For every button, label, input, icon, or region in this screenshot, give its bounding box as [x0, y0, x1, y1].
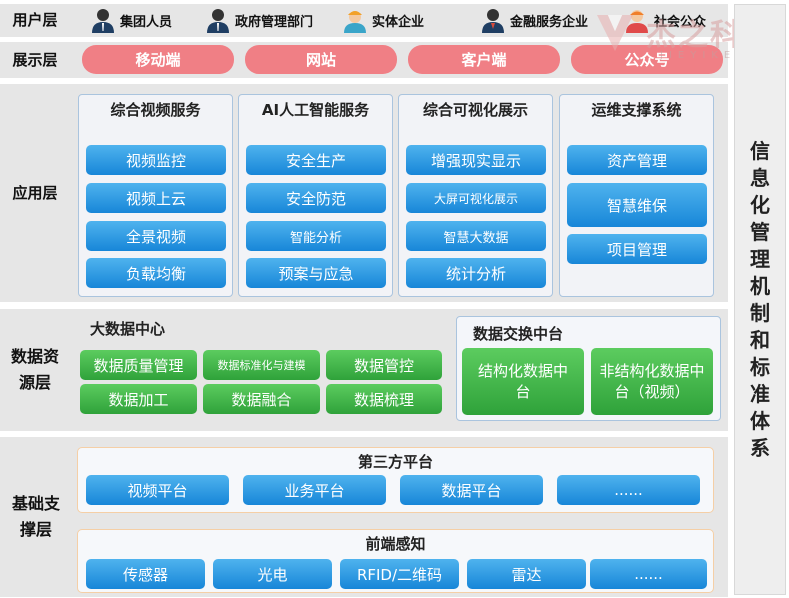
app-item: 智能分析 — [246, 221, 386, 251]
worker-icon — [344, 11, 366, 33]
app-column-video: 综合视频服务 视频监控 视频上云 全景视频 负载均衡 — [78, 94, 233, 297]
user-group-label: 社会公众 — [654, 14, 707, 30]
sensor-item: 雷达 — [467, 559, 586, 589]
app-item: 视频监控 — [86, 145, 226, 175]
app-item: 增强现实显示 — [406, 145, 546, 175]
third-party-panel: 第三方平台 视频平台 业务平台 数据平台 ...... — [77, 447, 714, 513]
user-group-label: 集团人员 — [120, 14, 173, 30]
third-party-title: 第三方平台 — [357, 453, 433, 471]
app-column-visualization: 综合可视化展示 增强现实显示 大屏可视化展示 智慧大数据 统计分析 — [398, 94, 553, 297]
user-group-finance: 金融服务企业 — [480, 5, 588, 35]
user-group-government: 政府管理部门 — [205, 5, 313, 35]
user-group-label: 金融服务企业 — [510, 14, 589, 30]
sensor-item: 光电 — [213, 559, 332, 589]
column-title: 综合可视化展示 — [422, 101, 528, 119]
user-icon — [482, 9, 504, 33]
base-layer-label: 基础支撑层 — [11, 494, 60, 539]
front-end-title: 前端感知 — [365, 535, 426, 553]
app-item: 智慧大数据 — [406, 221, 546, 251]
platform-item: 数据平台 — [400, 475, 543, 505]
big-data-title: 大数据中心 — [90, 320, 166, 338]
user-icon — [626, 10, 648, 33]
column-title: 综合视频服务 — [110, 101, 201, 119]
display-item-official-account: 公众号 — [571, 45, 723, 74]
app-item: 大屏可视化展示 — [406, 183, 546, 213]
sensor-item: ...... — [590, 559, 707, 589]
data-exchange-panel: 数据交换中台 结构化数据中台 非结构化数据中台（视频） — [456, 316, 721, 421]
column-title: 运维支撑系统 — [591, 101, 682, 119]
app-item: 项目管理 — [567, 234, 707, 264]
standards-side-title: 信息化管理机制和标准体系 — [750, 138, 770, 460]
user-group-staff: 集团人员 — [90, 5, 172, 35]
app-layer-label: 应用层 — [12, 183, 58, 202]
watermark-subtext: JIEYIKEJI — [660, 50, 755, 61]
app-item: 视频上云 — [86, 183, 226, 213]
app-item: 全景视频 — [86, 221, 226, 251]
user-icon — [92, 9, 114, 33]
exchange-title: 数据交换中台 — [473, 325, 564, 343]
data-item: 数据加工 — [80, 384, 197, 414]
standards-side-panel: 信息化管理机制和标准体系 — [734, 4, 786, 595]
sensor-item: RFID/二维码 — [340, 559, 459, 589]
data-item: 数据标准化与建模 — [203, 350, 320, 380]
display-item-mobile: 移动端 — [82, 45, 234, 74]
exchange-item: 结构化数据中台 — [462, 348, 584, 415]
data-item: 数据管控 — [326, 350, 442, 380]
sensor-item: 传感器 — [86, 559, 205, 589]
app-item: 安全防范 — [246, 183, 386, 213]
app-item: 资产管理 — [567, 145, 707, 175]
data-item: 数据融合 — [203, 384, 320, 414]
data-layer-label: 数据资源层 — [10, 347, 59, 392]
app-item: 统计分析 — [406, 258, 546, 288]
column-title: AI人工智能服务 — [261, 101, 370, 119]
app-item: 智慧维保 — [567, 183, 707, 227]
app-item: 负载均衡 — [86, 258, 226, 288]
app-column-ai: AI人工智能服务 安全生产 安全防范 智能分析 预案与应急 — [238, 94, 393, 297]
user-group-label: 实体企业 — [372, 14, 425, 30]
front-end-panel: 前端感知 传感器 光电 RFID/二维码 雷达 ...... — [77, 529, 714, 593]
app-item: 预案与应急 — [246, 258, 386, 288]
user-group-label: 政府管理部门 — [235, 14, 314, 30]
display-item-client: 客户端 — [408, 45, 560, 74]
platform-item: 业务平台 — [243, 475, 386, 505]
app-item: 安全生产 — [246, 145, 386, 175]
user-group-enterprise: 实体企业 — [342, 5, 424, 35]
data-item: 数据梳理 — [326, 384, 442, 414]
data-item: 数据质量管理 — [80, 350, 197, 380]
user-layer-label: 用户层 — [12, 11, 58, 29]
display-item-website: 网站 — [245, 45, 397, 74]
platform-item: 视频平台 — [86, 475, 229, 505]
display-layer-label: 展示层 — [12, 50, 58, 69]
user-icon — [207, 9, 229, 33]
exchange-item: 非结构化数据中台（视频） — [591, 348, 713, 415]
logo-icon — [597, 15, 633, 51]
user-group-public: 社会公众 — [624, 5, 706, 35]
app-column-operations: 运维支撑系统 资产管理 智慧维保 项目管理 — [559, 94, 714, 297]
platform-item: ...... — [557, 475, 700, 505]
